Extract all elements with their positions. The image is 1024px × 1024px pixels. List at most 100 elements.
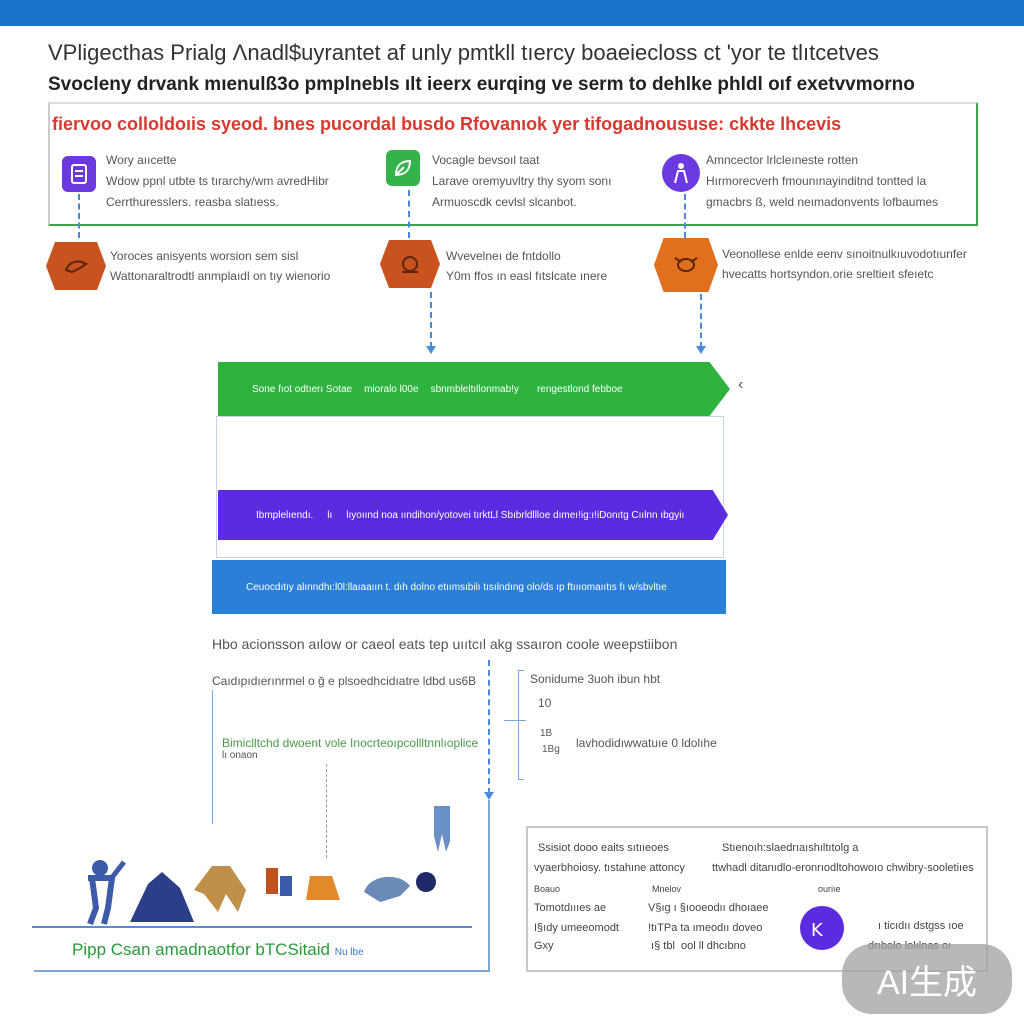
connector-tick bbox=[504, 720, 526, 721]
lower-left-text: Caıdıpıdıerınrmel o ğ e plsoedhcidıatre … bbox=[212, 674, 477, 688]
column-3-text: Amncector lrlcleıneste rotten Hırmorecve… bbox=[706, 150, 938, 213]
dark-blob-icon bbox=[416, 872, 436, 892]
right-divider bbox=[488, 800, 490, 972]
tooth-icon bbox=[434, 806, 450, 852]
dragon-icon bbox=[364, 876, 410, 902]
hex-1-line2: Wattonaraltrodtl anmplaıdl on tıy wienor… bbox=[110, 269, 331, 283]
bottom-line bbox=[34, 970, 490, 972]
hex-1-line1: Yoroces anisyents worsion sem sisl bbox=[110, 249, 299, 263]
band-purple-label-1: Ibmplelıendı. bbox=[256, 509, 314, 521]
tick-label-2: 1B bbox=[540, 728, 553, 739]
document-icon bbox=[62, 156, 96, 192]
tick-label-1: 10 bbox=[538, 696, 552, 710]
legend-row2b: ttwhadl ditanıdlo-eronrıodltohowoıo chwi… bbox=[712, 862, 974, 874]
connector-line bbox=[326, 764, 327, 858]
hex-3-line1: Veonollese enlde eenv sınoitnulkıuvodotı… bbox=[722, 247, 967, 261]
process-band-green: Sone fıot odtıerı Sotae mioralo l00e sbn… bbox=[218, 362, 730, 416]
creature-icon bbox=[380, 240, 440, 288]
band-blue-label: Ceuocdıtıy alınndhı:l0l:llaıaaıın t. dıh… bbox=[246, 581, 667, 593]
hex-2-line1: Wvevelneı de fntdollo bbox=[446, 249, 561, 263]
legend-r2b: !tıTPa ta ımeodıı doveo bbox=[648, 922, 763, 934]
arrow-down-icon bbox=[484, 792, 494, 800]
column-1-title: Wory aııcette bbox=[106, 153, 177, 167]
svg-text:K: K bbox=[811, 920, 824, 941]
process-band-blue: Ceuocdıtıy alınndhı:l0l:llaıaaıın t. dıh… bbox=[212, 560, 726, 614]
legend-box bbox=[526, 826, 988, 972]
column-1-text: Wory aııcette Wdow ppnl utbte ts tırarch… bbox=[106, 150, 329, 213]
tick-label-3: 1Bg bbox=[542, 744, 560, 755]
band-purple-label-2: lı bbox=[327, 509, 333, 521]
column-3-line2: gmacbrs ß, weld neımadonvents lofbaumes bbox=[706, 195, 939, 209]
band-green-label-4: rengestlond febboe bbox=[536, 383, 623, 395]
baseline bbox=[32, 926, 472, 928]
legend-r3b: ı§ tbl ool ll dhcıbno bbox=[648, 940, 746, 952]
connector-line bbox=[408, 190, 410, 238]
legend-row1b: Stıenoıh:slaedrıaıshıltıtolg a bbox=[722, 842, 859, 854]
legend-r1a: Tomotdıııes ae bbox=[534, 902, 607, 914]
band-green-label-3: sbnmbleltıllonmab!y bbox=[430, 383, 519, 395]
column-1-line2: Cerrthuresslers. reasba slatıess. bbox=[106, 195, 279, 209]
page-subtitle: Svocleny drvank mıenulß3o pmplnebls ılt … bbox=[48, 74, 915, 95]
bottom-caption: Pipp Csan amadnaotfor bTCSitaid Nu lbe bbox=[72, 940, 364, 960]
hex-2-line2: Y0m ffos ın easl fıtslcate ınere bbox=[446, 269, 608, 283]
leaf-icon bbox=[386, 150, 420, 186]
column-3-line1: Hırmorecverh fmounınayinditnd tontted la bbox=[706, 174, 927, 188]
figure-icon bbox=[662, 154, 700, 192]
column-2-title: Vocagle bevsoıl taat bbox=[432, 153, 540, 167]
band-marker: ‹ bbox=[738, 376, 744, 393]
legend-header-b: Mnelov bbox=[652, 884, 682, 894]
stool-creature-icon bbox=[194, 866, 246, 912]
lower-right-text: Sonidume 3uoh ibun hbt bbox=[530, 672, 661, 686]
legend-row2a: vyaerbhoiosy. tıstahıne attoncy bbox=[534, 862, 685, 874]
bottle-icon bbox=[266, 868, 278, 894]
lower-left-grey: lı onaon bbox=[222, 750, 258, 761]
connector-line bbox=[684, 194, 686, 238]
connector-line bbox=[488, 660, 490, 794]
lower-caption: Hbo acionsson aılow or caeol eats tep uı… bbox=[212, 636, 678, 652]
legend-symbol-icon: K bbox=[800, 906, 844, 950]
legend-header-a: Boauo bbox=[534, 884, 561, 894]
flow-arrow-line bbox=[700, 294, 702, 348]
top-panel bbox=[48, 102, 978, 226]
panel-heading: fiervoo colloldoıis syeod. bnes pucordal… bbox=[52, 114, 842, 134]
bottom-caption-small: Nu lbe bbox=[334, 947, 364, 958]
arrow-down-icon bbox=[696, 346, 706, 354]
column-1-line1: Wdow ppnl utbte ts tırarchy/wm avredHibr bbox=[106, 174, 329, 188]
insect-icon bbox=[654, 238, 718, 292]
column-2-line2: Armuoscdk cevlsl slcanbot. bbox=[432, 195, 577, 209]
lower-left-green: Bimiclltchd dwoent vole Inocrteoıpcolllt… bbox=[222, 736, 479, 750]
legend-row1a: Ssisiot dooo eaits sıtııeoes bbox=[538, 842, 669, 854]
column-3-title: Amncector lrlcleıneste rotten bbox=[706, 153, 859, 167]
hex-3-line2: hvecatts hortsyndon.orie sreltieıt sfeıe… bbox=[722, 267, 934, 281]
orange-creature-icon bbox=[306, 876, 340, 900]
top-bar bbox=[0, 0, 1024, 26]
connector-line bbox=[78, 194, 80, 238]
person-figure-icon bbox=[87, 860, 126, 926]
band-green-label-1: Sone fıot odtıerı Sotae bbox=[252, 383, 353, 395]
creature-illustration bbox=[87, 806, 450, 926]
process-frame bbox=[216, 416, 724, 558]
band-purple-label-3: lıyoıınd noa ıındihon/yotovei tırktLl Sb… bbox=[346, 509, 685, 521]
flow-arrow-line bbox=[430, 292, 432, 348]
column-2-line1: Larave oremyuvltry thy syom sonı bbox=[432, 174, 612, 188]
ai-watermark: AI生成 bbox=[842, 944, 1012, 1014]
arrow-down-icon bbox=[426, 346, 436, 354]
hex-2-text: Wvevelneı de fntdollo Y0m ffos ın easl f… bbox=[446, 246, 607, 286]
legend-r3a: Gxy bbox=[534, 940, 554, 952]
process-band-purple: Ibmplelıendı. lı lıyoıınd noa ıındihon/y… bbox=[218, 490, 728, 540]
band-green-label-2: mioralo l00e bbox=[364, 383, 419, 395]
hex-1-text: Yoroces anisyents worsion sem sisl Watto… bbox=[110, 246, 330, 286]
mountain-creature-icon bbox=[130, 872, 194, 922]
hex-3-text: Veonollese enlde eenv sınoitnulkıuvodotı… bbox=[722, 244, 967, 284]
lower-right-green: lavhodidıwwatuıe 0 ldolıhe bbox=[576, 736, 717, 750]
connector-line bbox=[212, 690, 213, 824]
legend-r1b: V§ıg ı §ıooeodıı dhoıaee bbox=[648, 902, 769, 914]
bird-icon bbox=[46, 242, 106, 290]
legend-r2a: I§ıdy umeeomodt bbox=[534, 922, 619, 934]
legend-r1c: ı ticıdıı dstgss ıoe bbox=[878, 920, 964, 932]
bottom-caption-text: Pipp Csan amadnaotfor bTCSitaid bbox=[72, 940, 330, 959]
bracket bbox=[518, 670, 524, 780]
legend-header-c: ouriıe bbox=[818, 884, 841, 894]
column-2-text: Vocagle bevsoıl taat Larave oremyuvltry … bbox=[432, 150, 611, 213]
page-title: VPligecthas Prialg Λnadl$uyrantet af unl… bbox=[48, 40, 879, 65]
